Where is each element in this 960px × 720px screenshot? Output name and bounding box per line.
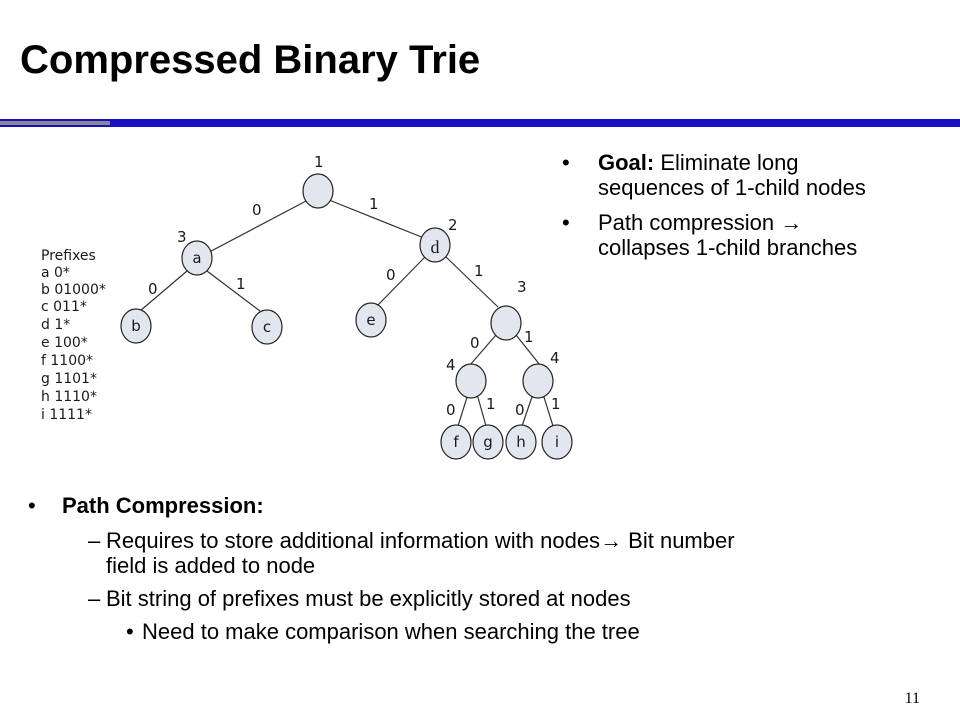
title-bar-blue	[0, 119, 960, 127]
right-arrow-icon: →	[600, 528, 623, 553]
prefix-entry: h 1110*	[41, 389, 97, 405]
edge-n3-n4l	[469, 334, 497, 366]
trie-node-root	[302, 173, 334, 209]
node-label-c: c	[263, 318, 271, 336]
heading-text: Path Compression:	[62, 493, 264, 518]
sub-sub-bullet-comparison: • Need to make comparison when searching…	[28, 619, 928, 644]
bullet-path-compression-text: Path compression	[598, 210, 781, 235]
compressed-trie-diagram: a b c e f g h i d 1 3 2 3 4 4 0 1 0 1 0 …	[41, 153, 573, 460]
prefix-entry: d 1*	[41, 317, 70, 333]
sub-sub-bullet-text: Need to make comparison when searching t…	[142, 619, 640, 644]
trie-node-h	[505, 424, 537, 460]
edge-d-n3	[445, 256, 499, 308]
trie-node-n4r	[522, 363, 554, 399]
edge-label-root-d: 1	[369, 195, 379, 213]
trie-node-g	[472, 424, 504, 460]
bit-number-n3: 3	[517, 278, 527, 296]
bullet-path-compression: • Path compression → collapses 1-child b…	[560, 210, 950, 260]
dash-marker: –	[88, 586, 101, 611]
bottom-bullet-list: • Path Compression: – Requires to store …	[28, 493, 928, 644]
edge-a-b	[139, 270, 188, 312]
bullet-dot: •	[28, 493, 36, 518]
edge-root-d	[328, 199, 425, 239]
bullet-goal-text-2: sequences of 1-child nodes	[598, 175, 866, 200]
trie-node-a	[181, 240, 213, 276]
bullet-path-compression-text-2: collapses 1-child branches	[598, 235, 858, 260]
title-bar-grey	[0, 121, 110, 125]
bullet-dot: •	[562, 210, 570, 235]
prefix-entry: e 100*	[41, 335, 88, 351]
title-underline-bar	[0, 119, 960, 129]
sub-bullet-text-b: Bit number	[622, 528, 735, 553]
sub-bullet-text: Bit string of prefixes must be explicitl…	[106, 586, 631, 611]
right-bullet-list: • Goal: Eliminate long sequences of 1-ch…	[560, 150, 950, 270]
bit-number-d: 2	[448, 216, 458, 234]
bit-number-root: 1	[314, 153, 324, 171]
sub-bullet-bit-string: – Bit string of prefixes must be explici…	[28, 586, 928, 611]
trie-node-e	[355, 302, 387, 338]
edge-label-n3-n4l: 0	[470, 334, 480, 352]
prefix-entry: b 01000*	[41, 282, 106, 298]
trie-node-i	[541, 424, 573, 460]
prefix-entry: i 1111*	[41, 407, 92, 423]
node-label-e: e	[366, 311, 375, 329]
edge-n3-n4r	[515, 334, 541, 366]
node-label-g: g	[483, 433, 493, 451]
right-arrow-icon: →	[780, 210, 803, 235]
sub-bullet-text-2: field is added to node	[106, 553, 316, 578]
edge-label-n4r-h: 0	[515, 401, 525, 419]
edge-label-d-e: 0	[386, 266, 396, 284]
node-label-d: d	[431, 237, 440, 257]
edge-label-n3-n4r: 1	[524, 328, 534, 346]
node-label-h: h	[516, 433, 526, 451]
edge-label-a-b: 0	[148, 280, 158, 298]
bullet-goal: • Goal: Eliminate long sequences of 1-ch…	[560, 150, 950, 200]
edge-label-n4l-f: 0	[446, 401, 456, 419]
edge-d-e	[377, 256, 426, 306]
bit-number-a: 3	[177, 228, 187, 246]
edge-n4l-g	[476, 393, 487, 427]
sub-bullet-text: Requires to store additional information…	[106, 528, 601, 553]
edge-n4r-h	[521, 393, 534, 427]
edge-a-c	[206, 270, 261, 312]
bullet-goal-text: Eliminate long	[654, 150, 799, 175]
page-number: 11	[904, 690, 920, 707]
node-label-f: f	[453, 433, 459, 451]
trie-node-n3	[490, 305, 522, 341]
trie-node-c	[251, 309, 283, 345]
sub-bullet-requires: – Requires to store additional informati…	[28, 528, 928, 578]
edge-label-n4r-i: 1	[551, 395, 561, 413]
node-label-i: i	[555, 433, 559, 451]
bit-number-n4l: 4	[446, 356, 456, 374]
edge-root-a	[197, 199, 309, 259]
edge-label-root-a: 0	[252, 201, 262, 219]
dash-marker: –	[88, 528, 101, 553]
edge-label-d-n3: 1	[474, 262, 484, 280]
bullet-dot: •	[126, 619, 134, 644]
prefixes-heading: Prefixes	[41, 248, 96, 264]
bullet-dot: •	[562, 150, 570, 175]
bullet-goal-label: Goal:	[598, 150, 655, 175]
trie-node-n4l	[455, 363, 487, 399]
prefix-entry: c 011*	[41, 299, 87, 315]
edge-n4r-i	[542, 393, 554, 427]
edge-n4l-f	[457, 393, 469, 427]
prefix-entry: g 1101*	[41, 371, 97, 387]
bullet-path-compression-heading: • Path Compression:	[28, 493, 928, 518]
slide-title: Compressed Binary Trie	[20, 38, 481, 82]
prefix-entry: a 0*	[41, 265, 70, 281]
prefix-entry: f 1100*	[41, 353, 93, 369]
trie-node-d	[419, 227, 451, 263]
trie-node-f	[440, 424, 472, 460]
edge-label-a-c: 1	[236, 275, 246, 293]
node-label-a: a	[192, 249, 201, 267]
edge-label-n4l-g: 1	[486, 395, 496, 413]
trie-node-b	[120, 308, 152, 344]
bit-number-n4r: 4	[550, 349, 560, 367]
node-label-b: b	[131, 317, 141, 335]
